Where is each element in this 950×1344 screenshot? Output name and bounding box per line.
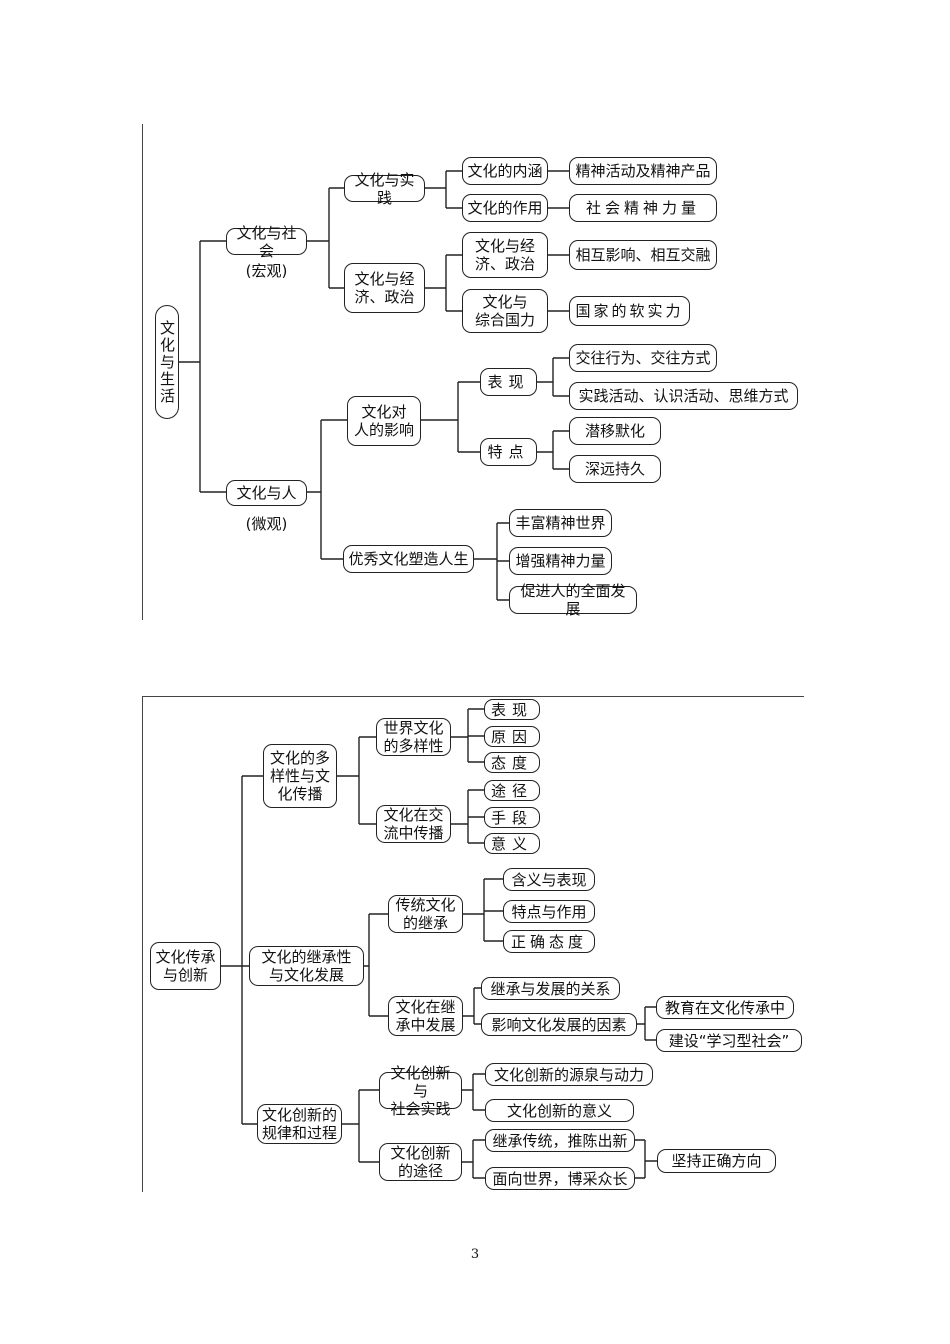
node-culture-and-practice: 文化与实践: [344, 171, 425, 207]
node-culture-and-life: 文化与生活: [155, 305, 179, 419]
node-enrich-spirit: 丰富精神世界: [509, 509, 612, 537]
node-diversity-cause: 原因: [484, 726, 540, 747]
note-macro: (宏观): [245, 262, 288, 280]
node-world-diversity: 世界文化 的多样性: [376, 718, 451, 756]
node-influence-factors: 影响文化发展的因素: [481, 1013, 637, 1036]
node-diversity-and-spread: 文化的多 样性与文 化传播: [263, 744, 337, 808]
node-culture-and-society: 文化与社会: [226, 224, 307, 260]
node-correct-attitude: 正确态度: [503, 930, 595, 953]
node-meaning-and-show: 含义与表现: [503, 868, 595, 891]
node-correct-direction: 坚持正确方向: [657, 1149, 776, 1173]
node-manifestation: 表现: [480, 368, 537, 396]
node-strengthen-spirit: 增强精神力量: [509, 547, 612, 575]
node-inherit-develop-relation: 继承与发展的关系: [481, 977, 620, 1000]
node-diversity-show: 表现: [484, 699, 540, 720]
node-soft-power: 国家的软实力: [569, 296, 690, 326]
node-culture-economy-politics: 文化与经 济、政治: [344, 263, 425, 313]
node-feature: 特点: [480, 438, 537, 466]
node-promote-development: 促进人的全面发展: [509, 582, 637, 618]
node-culture-function: 文化的作用: [462, 194, 548, 222]
node-develop-in-inheritance: 文化在继 承中发展: [388, 996, 463, 1036]
node-education: 教育在文化传承中: [656, 996, 794, 1019]
node-inherit-innovate: 继承传统，推陈出新: [485, 1129, 635, 1152]
node-innovation-and-practice: 文化创新与 社会实践: [379, 1064, 462, 1118]
node-traditional-culture: 传统文化 的继承: [388, 895, 463, 933]
node-exchange-behavior: 交往行为、交往方式: [569, 344, 717, 372]
node-culture-and-person: 文化与人: [226, 480, 307, 506]
node-lasting: 深远持久: [569, 455, 661, 483]
note-micro: (微观): [245, 515, 288, 533]
diagram1-left-rule: [142, 124, 143, 620]
node-social-spiritual-force: 社会精神力量: [569, 194, 717, 222]
node-spread-means: 手段: [484, 807, 540, 828]
page-number: 3: [470, 1247, 480, 1262]
node-face-world: 面向世界，博采众长: [485, 1167, 635, 1190]
node-culture-inheritance-innovation: 文化传承 与创新: [150, 942, 221, 990]
node-culture-connotation: 文化的内涵: [462, 157, 548, 185]
node-exchange-spread: 文化在交 流中传播: [376, 805, 451, 843]
node-innovation-significance: 文化创新的意义: [485, 1099, 634, 1122]
node-culture-national-power: 文化与 综合国力: [462, 289, 548, 333]
node-spread-path: 途径: [484, 780, 540, 801]
node-spiritual-products: 精神活动及精神产品: [569, 157, 717, 185]
node-feature-and-function: 特点与作用: [503, 900, 595, 923]
node-mutual-influence: 相互影响、相互交融: [569, 240, 717, 270]
node-innovation-source: 文化创新的源泉与动力: [485, 1063, 653, 1086]
diagram2-top-rule: [142, 696, 804, 697]
node-excellent-culture: 优秀文化塑造人生: [343, 545, 474, 573]
node-diversity-attitude: 态度: [484, 752, 540, 773]
node-practice-activities: 实践活动、认识活动、思维方式: [569, 382, 798, 410]
node-culture-influence-on-person: 文化对 人的影响: [347, 396, 421, 446]
node-learning-society: 建设“学习型社会”: [656, 1029, 802, 1052]
node-culture-economy-politics-sub: 文化与经 济、政治: [462, 232, 548, 278]
node-innovation-ways: 文化创新 的途径: [379, 1143, 462, 1181]
node-subtle-influence: 潜移默化: [569, 417, 661, 445]
diagram2-left-rule: [142, 696, 143, 1192]
node-innovation-rules: 文化创新的 规律和过程: [257, 1104, 342, 1144]
node-inheritance-and-development: 文化的继承性 与文化发展: [249, 946, 364, 986]
node-spread-meaning: 意义: [484, 833, 540, 854]
